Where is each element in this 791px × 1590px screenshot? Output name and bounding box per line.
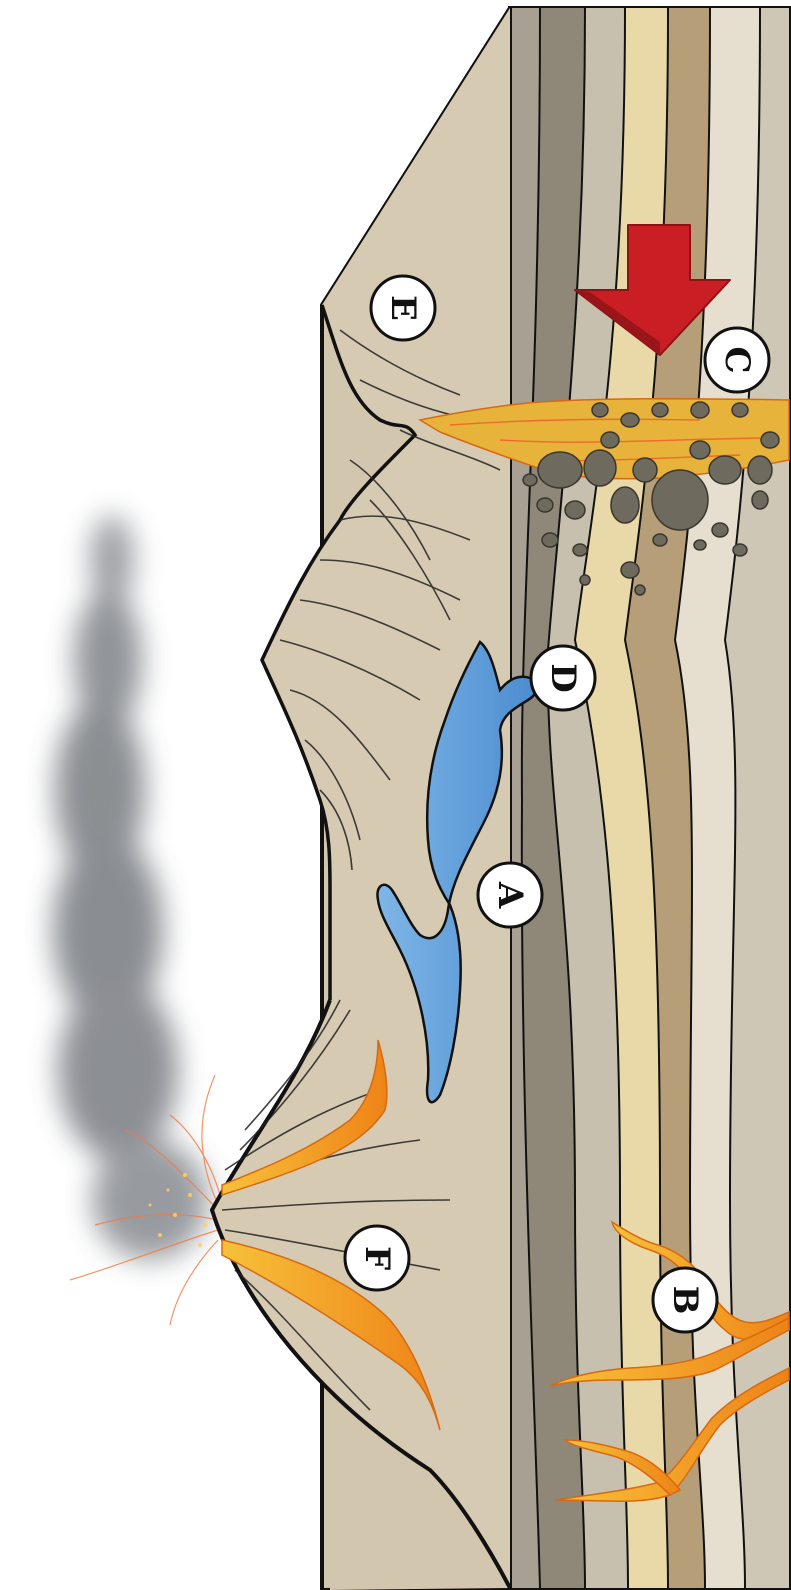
label-c-text: C	[717, 346, 757, 373]
smoke-plume-icon	[53, 515, 220, 1325]
label-f-text: F	[357, 1246, 397, 1270]
label-c: C	[705, 328, 769, 392]
label-e: E	[371, 276, 435, 340]
label-e-text: E	[383, 295, 423, 321]
label-d: D	[531, 646, 595, 710]
label-b: B	[653, 1268, 717, 1332]
label-f: F	[345, 1226, 409, 1290]
label-a-text: A	[490, 881, 530, 909]
label-d-text: D	[543, 663, 583, 692]
label-a: A	[478, 863, 542, 927]
label-b-text: B	[665, 1286, 705, 1315]
